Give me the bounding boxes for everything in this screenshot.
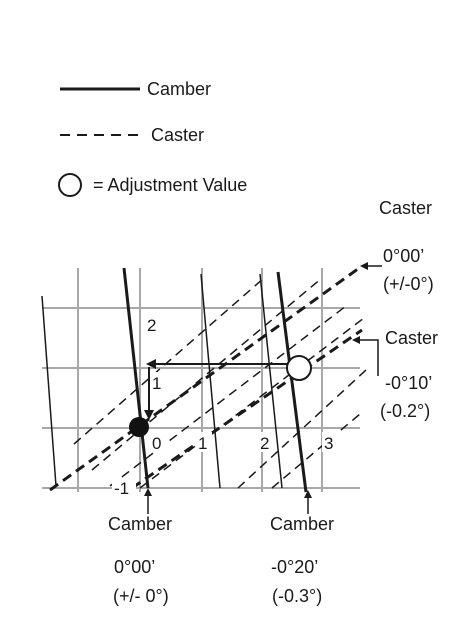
camber-line	[259, 273, 283, 489]
legend: Camber Caster = Adjustment Value	[58, 79, 247, 197]
legend-adjustment-circle	[58, 173, 82, 197]
camber-pointers	[144, 488, 312, 514]
caster-line-zero	[49, 264, 363, 492]
caster-line	[91, 277, 323, 471]
caster-header-label: Caster	[379, 198, 432, 218]
caster-lines-thin	[73, 277, 367, 489]
camber-right-pointer-head	[304, 490, 312, 498]
camber-labels: Camber 0°00’ (+/- 0°) Camber -0°20’ (-0.…	[108, 514, 334, 606]
caster-pointers	[352, 262, 382, 376]
camber-left-degree: 0°00’	[114, 557, 155, 577]
vertical-arrow-head	[144, 410, 154, 420]
camber-line-minus-20	[276, 271, 308, 493]
caster-labels: Caster 0°00’ (+/-0°) Caster -0°10’ (-0.2…	[379, 198, 438, 421]
caster-side-label: Caster	[385, 328, 438, 348]
caster-line-minus-10	[131, 328, 363, 490]
caster-top-pointer-head	[360, 262, 368, 270]
x-tick-0: 0	[152, 434, 161, 453]
camber-left-pointer-head	[144, 488, 152, 496]
caster-line	[109, 305, 347, 487]
x-tick-1: 1	[198, 434, 207, 453]
adjustment-path	[144, 359, 287, 420]
caster-line	[271, 413, 361, 489]
legend-camber-label: Camber	[147, 79, 211, 99]
tick-labels: 2 1 0 1 2 3 -1	[112, 314, 338, 498]
tick-label-backdrop	[145, 314, 163, 336]
camber-left-decimal: (+/- 0°)	[113, 586, 169, 606]
caster-side-bracket	[356, 339, 379, 376]
camber-lines-thick	[122, 267, 308, 493]
caster-minus-degree-label: -0°10’	[385, 373, 432, 393]
x-tick-3: 3	[324, 434, 333, 453]
x-tick-2: 2	[260, 434, 269, 453]
camber-right-decimal: (-0.3°)	[272, 586, 322, 606]
tick-label-backdrop	[150, 372, 166, 392]
caster-minus-decimal-label: (-0.2°)	[380, 401, 430, 421]
camber-lines-thin	[41, 273, 283, 489]
camber-right-title: Camber	[270, 514, 334, 534]
caster-zero-decimal-label: (+/-0°)	[383, 274, 434, 294]
camber-line-zero	[122, 267, 150, 489]
y-tick-minus-1: -1	[114, 479, 129, 498]
caster-zero-degree-label: 0°00’	[383, 246, 424, 266]
legend-caster-label: Caster	[151, 125, 204, 145]
adjustment-value-point	[286, 355, 312, 381]
tick-label-backdrop	[112, 478, 136, 498]
caster-side-pointer-head	[352, 336, 360, 344]
tick-label-backdrop	[258, 432, 274, 452]
tick-label-backdrop	[322, 432, 338, 452]
caster-line	[73, 277, 265, 445]
camber-line	[41, 295, 57, 487]
camber-line	[200, 273, 221, 489]
horizontal-arrow-head	[146, 359, 156, 369]
caster-line	[139, 317, 365, 489]
y-tick-2: 2	[147, 316, 156, 335]
caster-lines-thick	[49, 264, 363, 492]
y-tick-1: 1	[152, 374, 161, 393]
camber-right-degree: -0°20’	[271, 557, 318, 577]
legend-adjustment-label: = Adjustment Value	[93, 175, 247, 195]
target-point	[129, 417, 149, 437]
tick-label-backdrop	[196, 432, 212, 452]
tick-label-backdrop	[150, 432, 166, 452]
camber-left-title: Camber	[108, 514, 172, 534]
